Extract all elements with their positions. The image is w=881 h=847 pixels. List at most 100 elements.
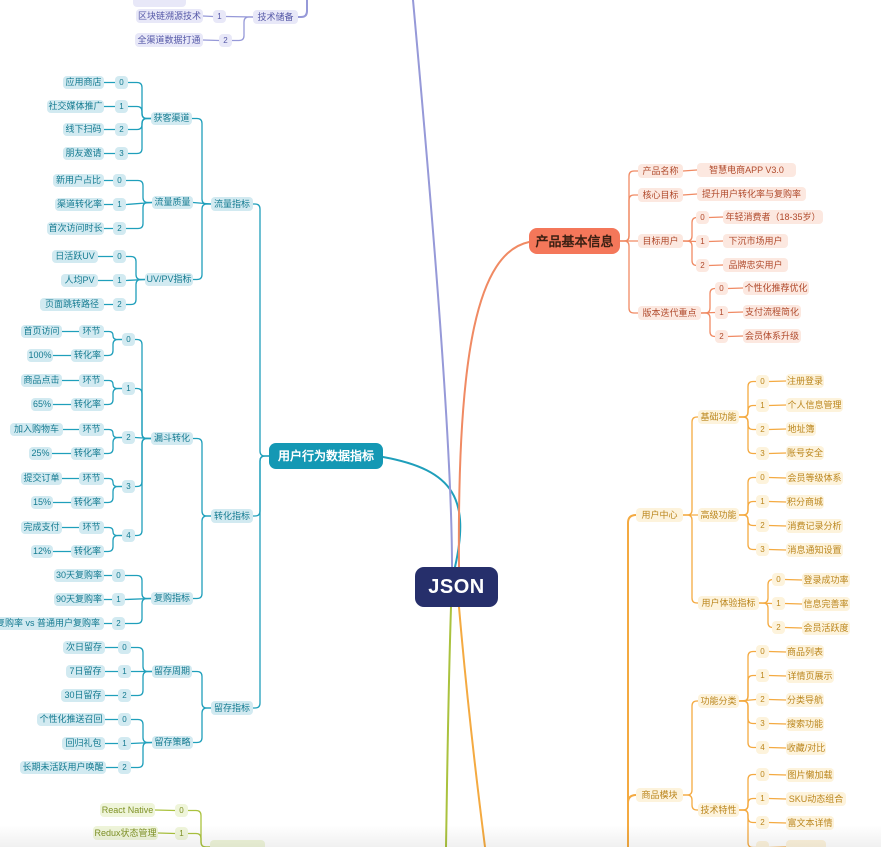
stage3-rate-label[interactable]: 转化率 xyxy=(71,496,104,509)
retention-7d[interactable]: 7日留存 xyxy=(66,665,105,678)
stage3-step[interactable]: 提交订单 xyxy=(21,472,62,485)
stage2-step-label[interactable]: 环节 xyxy=(79,423,104,436)
retention-next-day[interactable]: 次日留存 xyxy=(63,641,105,654)
acq-index-0[interactable]: 0 xyxy=(115,76,128,89)
funnel-conversion[interactable]: 漏斗转化 xyxy=(151,432,193,445)
repurchase-90d[interactable]: 90天复购率 xyxy=(54,593,104,606)
stage1-rate-label[interactable]: 转化率 xyxy=(71,398,104,411)
personalized-reco-opt[interactable]: 个性化推荐优化 xyxy=(743,281,809,295)
new-user-ratio[interactable]: 新用户占比 xyxy=(53,174,104,187)
tf-cut-leaf[interactable] xyxy=(786,840,826,847)
friend-invite[interactable]: 朋友邀请 xyxy=(63,147,104,160)
product-name-value[interactable]: 智慧电商APP V3.0 xyxy=(697,163,796,177)
brand-loyal-users[interactable]: 品牌忠实用户 xyxy=(723,258,788,272)
rich-text-detail[interactable]: 富文本详情 xyxy=(786,816,834,830)
social-media-promo[interactable]: 社交媒体推广 xyxy=(47,100,104,113)
tf-index-0[interactable]: 0 xyxy=(756,768,769,781)
info-completion-rate[interactable]: 信息完善率 xyxy=(802,597,850,611)
vi-index-1[interactable]: 1 xyxy=(715,306,728,319)
retention-metrics[interactable]: 留存指标 xyxy=(211,701,253,715)
vi-index-2[interactable]: 2 xyxy=(715,330,728,343)
af-index-1[interactable]: 1 xyxy=(756,495,769,508)
consumption-analysis[interactable]: 消费记录分析 xyxy=(786,519,843,533)
product-info-head[interactable]: 产品基本信息 xyxy=(529,228,620,254)
user-center[interactable]: 用户中心 xyxy=(636,508,683,522)
payment-flow-simplify[interactable]: 支付流程简化 xyxy=(743,305,801,319)
stage1-step-label[interactable]: 环节 xyxy=(79,374,104,387)
product-name-label[interactable]: 产品名称 xyxy=(638,164,683,178)
points-mall[interactable]: 积分商城 xyxy=(786,495,824,509)
stage4-step-label[interactable]: 环节 xyxy=(79,521,104,534)
tf-index-2[interactable]: 2 xyxy=(756,816,769,829)
stage0-step-label[interactable]: 环节 xyxy=(79,325,104,338)
personal-info-mgmt[interactable]: 个人信息管理 xyxy=(786,398,843,412)
rep-index-2[interactable]: 2 xyxy=(112,617,125,630)
inactive-user-wakeup[interactable]: 长期未活跃用户唤醒 xyxy=(20,761,106,774)
redux-state-mgmt[interactable]: Redux状态管理 xyxy=(93,826,158,840)
stage3-rate[interactable]: 15% xyxy=(31,496,53,509)
retention-strategy[interactable]: 留存策略 xyxy=(152,736,193,749)
stage2-rate[interactable]: 25% xyxy=(29,447,52,460)
product-module[interactable]: 商品模块 xyxy=(636,788,683,802)
stage0-step[interactable]: 首页访问 xyxy=(21,325,62,338)
lower-tier-users[interactable]: 下沉市场用户 xyxy=(723,234,788,248)
stage0-rate-label[interactable]: 转化率 xyxy=(71,349,104,362)
ux-index-2[interactable]: 2 xyxy=(772,621,785,634)
rs-index-2[interactable]: 2 xyxy=(118,761,131,774)
bf-index-2[interactable]: 2 xyxy=(756,423,769,436)
traffic-quality[interactable]: 流量质量 xyxy=(152,196,193,209)
rc-index-2[interactable]: 2 xyxy=(118,689,131,702)
uvpv-metrics[interactable]: UV/PV指标 xyxy=(145,273,193,286)
member-level-system[interactable]: 会员等级体系 xyxy=(786,471,843,485)
category-navigation[interactable]: 分类导航 xyxy=(786,693,824,707)
repurchase-30d[interactable]: 30天复购率 xyxy=(54,569,104,582)
ux-index-0[interactable]: 0 xyxy=(772,573,785,586)
version-iteration-focus[interactable]: 版本迭代重点 xyxy=(638,306,701,320)
bf-index-1[interactable]: 1 xyxy=(756,399,769,412)
af-index-3[interactable]: 3 xyxy=(756,543,769,556)
page-jump-path[interactable]: 页面跳转路径 xyxy=(40,298,104,311)
af-index-2[interactable]: 2 xyxy=(756,519,769,532)
channel-conv-rate[interactable]: 渠道转化率 xyxy=(55,198,104,211)
function-category[interactable]: 功能分类 xyxy=(698,694,739,708)
image-lazy-load[interactable]: 图片懒加载 xyxy=(786,768,834,782)
green-cut-node[interactable] xyxy=(210,840,265,847)
omnichannel-data[interactable]: 全渠道数据打通 xyxy=(135,33,203,47)
return-gift-pack[interactable]: 回归礼包 xyxy=(62,737,105,750)
daily-active-uv[interactable]: 日活跃UV xyxy=(52,250,98,263)
rep-index-1[interactable]: 1 xyxy=(112,593,125,606)
stage4-rate[interactable]: 12% xyxy=(31,545,53,558)
user-behavior-head[interactable]: 用户行为数据指标 xyxy=(269,443,383,469)
repurchase-vs-normal[interactable]: 复购率 vs 普通用户复购率 xyxy=(0,617,104,630)
tu-index-2[interactable]: 2 xyxy=(696,259,709,272)
purple-cut-node[interactable] xyxy=(133,0,186,7)
rs-index-1[interactable]: 1 xyxy=(118,737,131,750)
tf-index-3[interactable] xyxy=(756,841,769,847)
rs-index-0[interactable]: 0 xyxy=(118,713,131,726)
traffic-metrics[interactable]: 流量指标 xyxy=(211,197,253,211)
uvpv-index-0[interactable]: 0 xyxy=(113,250,126,263)
account-security[interactable]: 账号安全 xyxy=(786,446,824,460)
stage2-step[interactable]: 加入购物车 xyxy=(10,423,63,436)
membership-upgrade[interactable]: 会员体系升级 xyxy=(743,329,801,343)
stage2-rate-label[interactable]: 转化率 xyxy=(71,447,104,460)
login-success-rate[interactable]: 登录成功率 xyxy=(802,573,850,587)
offline-qr[interactable]: 线下扫码 xyxy=(63,123,104,136)
funnel-index-3[interactable]: 3 xyxy=(122,480,135,493)
stage1-step[interactable]: 商品点击 xyxy=(21,374,62,387)
fc-index-1[interactable]: 1 xyxy=(756,669,769,682)
address-book[interactable]: 地址簿 xyxy=(786,422,816,436)
member-activity[interactable]: 会员活跃度 xyxy=(802,621,850,635)
blockchain-trace[interactable]: 区块链溯源技术 xyxy=(136,9,203,23)
rc-index-0[interactable]: 0 xyxy=(118,641,131,654)
tq-index-0[interactable]: 0 xyxy=(113,174,126,187)
bf-index-0[interactable]: 0 xyxy=(756,375,769,388)
favorite-compare[interactable]: 收藏/对比 xyxy=(786,741,826,755)
acquisition-channel[interactable]: 获客渠道 xyxy=(151,112,192,125)
search-function[interactable]: 搜索功能 xyxy=(786,717,824,731)
funnel-index-2[interactable]: 2 xyxy=(122,431,135,444)
funnel-index-4[interactable]: 4 xyxy=(122,529,135,542)
ux-index-1[interactable]: 1 xyxy=(772,597,785,610)
react-native[interactable]: React Native xyxy=(100,803,155,817)
